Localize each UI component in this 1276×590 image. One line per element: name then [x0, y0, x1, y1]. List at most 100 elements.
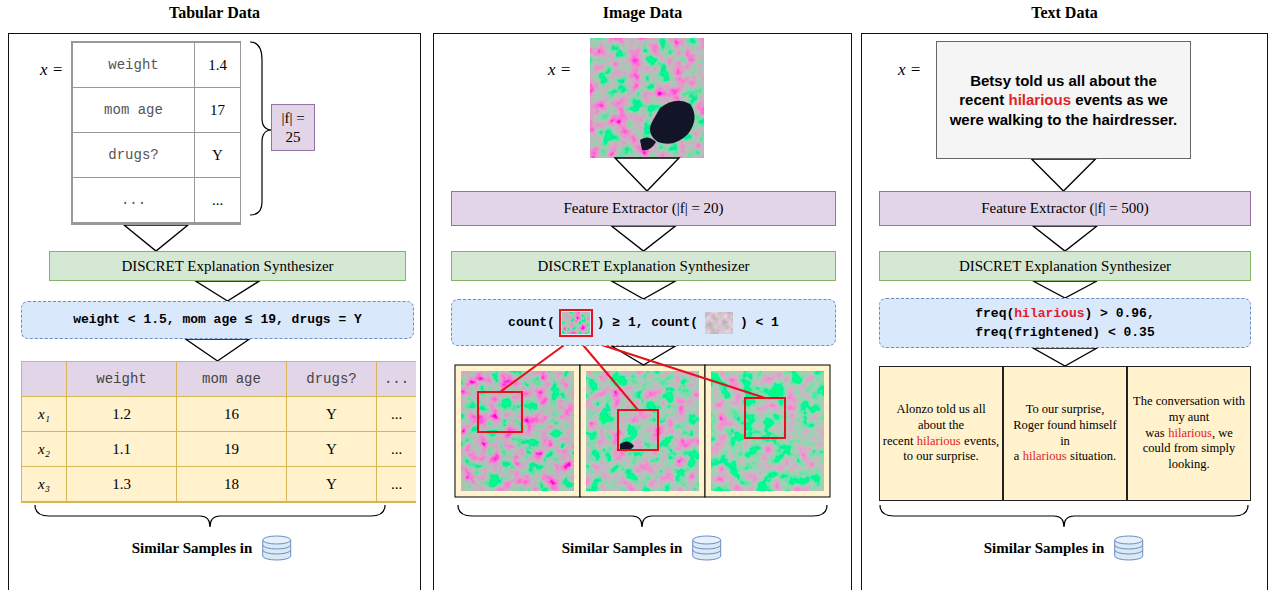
caption-text: Similar Samples in — [984, 540, 1105, 557]
curly-brace — [880, 505, 1248, 527]
satellite-image — [711, 371, 824, 491]
database-ring — [262, 545, 290, 554]
table-cell: ... — [377, 362, 416, 396]
table-cell: ... — [195, 178, 240, 222]
input-table: weight1.4mom age17drugs?Y...... — [71, 41, 241, 225]
flow-arrow — [1032, 159, 1096, 191]
database-ring — [1114, 545, 1142, 554]
label-text: Feature Extractor (|f| = 500) — [981, 200, 1149, 216]
sample-text-cell: The conversation with my aunt washilario… — [1127, 366, 1251, 501]
text-block: DISCRET Explanation Synthesizer — [959, 258, 1171, 275]
table-cell: ... — [73, 178, 194, 222]
text-block: DISCRET Explanation Synthesizer — [537, 258, 749, 275]
caption-text: Similar Samples in — [132, 540, 253, 557]
satellite-image — [590, 38, 704, 158]
table-cell: mom age — [177, 362, 286, 396]
table-cell: drugs? — [287, 362, 376, 396]
table-cell: 17 — [195, 88, 240, 132]
flow-arrow — [1033, 348, 1097, 366]
synthesizer-box: DISCRET Explanation Synthesizer — [49, 251, 406, 281]
text-block: count() ≥ 1, count() < 1 — [508, 309, 779, 337]
table-cell: drugs? — [73, 133, 194, 177]
label-text: freq(frightened) < 0.35 — [975, 323, 1154, 343]
panel-title: Tabular Data — [9, 4, 420, 22]
similar-samples: Similar Samples in — [984, 533, 1145, 563]
database-top — [262, 536, 290, 544]
database-icon — [1112, 534, 1144, 562]
label-text: count( — [508, 315, 555, 330]
feature-count-box: |f| = 25 — [271, 104, 315, 151]
table-cell: ... — [377, 432, 416, 466]
label-text: ) > 0.96, — [1085, 306, 1155, 321]
flow-arrow — [612, 281, 676, 299]
zoom-box — [745, 398, 785, 438]
label-text: hilarious — [917, 434, 961, 448]
table-cell: Y — [287, 467, 376, 501]
image-patch — [559, 309, 593, 337]
flow-arrow — [1033, 226, 1097, 251]
input-text-box: Betsy told us all about the recenthilari… — [936, 41, 1191, 159]
label-text: freq( — [975, 306, 1014, 321]
text-block: |f| = 25 — [274, 109, 312, 147]
text-block: Betsy told us all about the recenthilari… — [947, 71, 1180, 130]
satellite-image — [586, 371, 699, 491]
label-text: hilarious — [1008, 91, 1071, 108]
panel-title: Text Data — [862, 4, 1267, 22]
patch-texture — [562, 312, 590, 334]
sample-text-cell: To our surprise, Roger found himself in … — [1003, 366, 1127, 501]
table-cell: weight — [73, 43, 194, 87]
label-text: hilarious — [1023, 449, 1067, 463]
feature-extractor-box: Feature Extractor (|f| = 20) — [451, 191, 836, 226]
table-cell: 1.4 — [195, 43, 240, 87]
table-cell — [22, 362, 66, 396]
label-text: hilarious — [1014, 306, 1084, 321]
table-cell: mom age — [73, 88, 194, 132]
text-block: weight < 1.5, mom age ≤ 19, drugs = Y — [73, 310, 362, 330]
text-block: Feature Extractor (|f| = 500) — [981, 200, 1149, 217]
zoom-box — [560, 310, 592, 336]
panel: Image DataFeature Extractor (|f| = 20)DI… — [433, 33, 852, 590]
text-block: The conversation with my aunt washilario… — [1133, 394, 1245, 472]
image-frame — [580, 365, 705, 497]
label-text: DISCRET Explanation Synthesizer — [959, 258, 1171, 274]
flow-arrow — [615, 158, 679, 191]
flow-arrow — [1033, 281, 1097, 298]
text-block: To our surprise, Roger found himself in … — [1009, 402, 1121, 465]
label-text: ) < 1 — [740, 315, 779, 330]
satellite-image — [461, 371, 574, 491]
explanation-box: freq(hilarious) > 0.96, freq(frightened) … — [879, 298, 1251, 348]
synthesizer-box: DISCRET Explanation Synthesizer — [879, 251, 1251, 281]
label-text: |f| = 25 — [281, 110, 304, 145]
explanation-box: count() ≥ 1, count() < 1 — [451, 299, 836, 346]
panel-title: Image Data — [434, 4, 851, 22]
synthesizer-box: DISCRET Explanation Synthesizer — [451, 251, 836, 281]
text-block: freq(hilarious) > 0.96, freq(frightened) … — [975, 304, 1154, 343]
zoom-box — [478, 392, 522, 432]
text-block: Alonzo told us all about the recenthilar… — [883, 402, 999, 465]
curly-brace — [458, 505, 827, 527]
table-cell: ... — [377, 397, 416, 431]
table-cell: Y — [287, 397, 376, 431]
flow-arrow — [612, 226, 676, 251]
database-top — [692, 536, 720, 544]
lake-shape — [640, 137, 656, 150]
table-cell: 18 — [177, 467, 286, 501]
curly-brace — [35, 505, 385, 527]
lake-shape — [650, 101, 695, 144]
zoom-box — [618, 410, 658, 450]
explanation-box: weight < 1.5, mom age ≤ 19, drugs = Y — [21, 301, 414, 339]
caption-text: Similar Samples in — [562, 540, 683, 557]
label-text: hilarious — [1168, 426, 1212, 440]
database-icon — [260, 534, 292, 562]
similar-samples: Similar Samples in — [132, 533, 293, 563]
patch-texture — [705, 312, 733, 334]
table-cell: 1.2 — [67, 397, 176, 431]
text-block: Feature Extractor (|f| = 20) — [563, 200, 723, 217]
table-cell: Y — [287, 432, 376, 466]
input-symbol: x = — [898, 60, 921, 80]
table-cell: x₂ — [22, 432, 66, 466]
input-symbol: x = — [40, 60, 63, 80]
feature-extractor-box: Feature Extractor (|f| = 500) — [879, 191, 1251, 226]
flow-arrow — [196, 281, 260, 301]
